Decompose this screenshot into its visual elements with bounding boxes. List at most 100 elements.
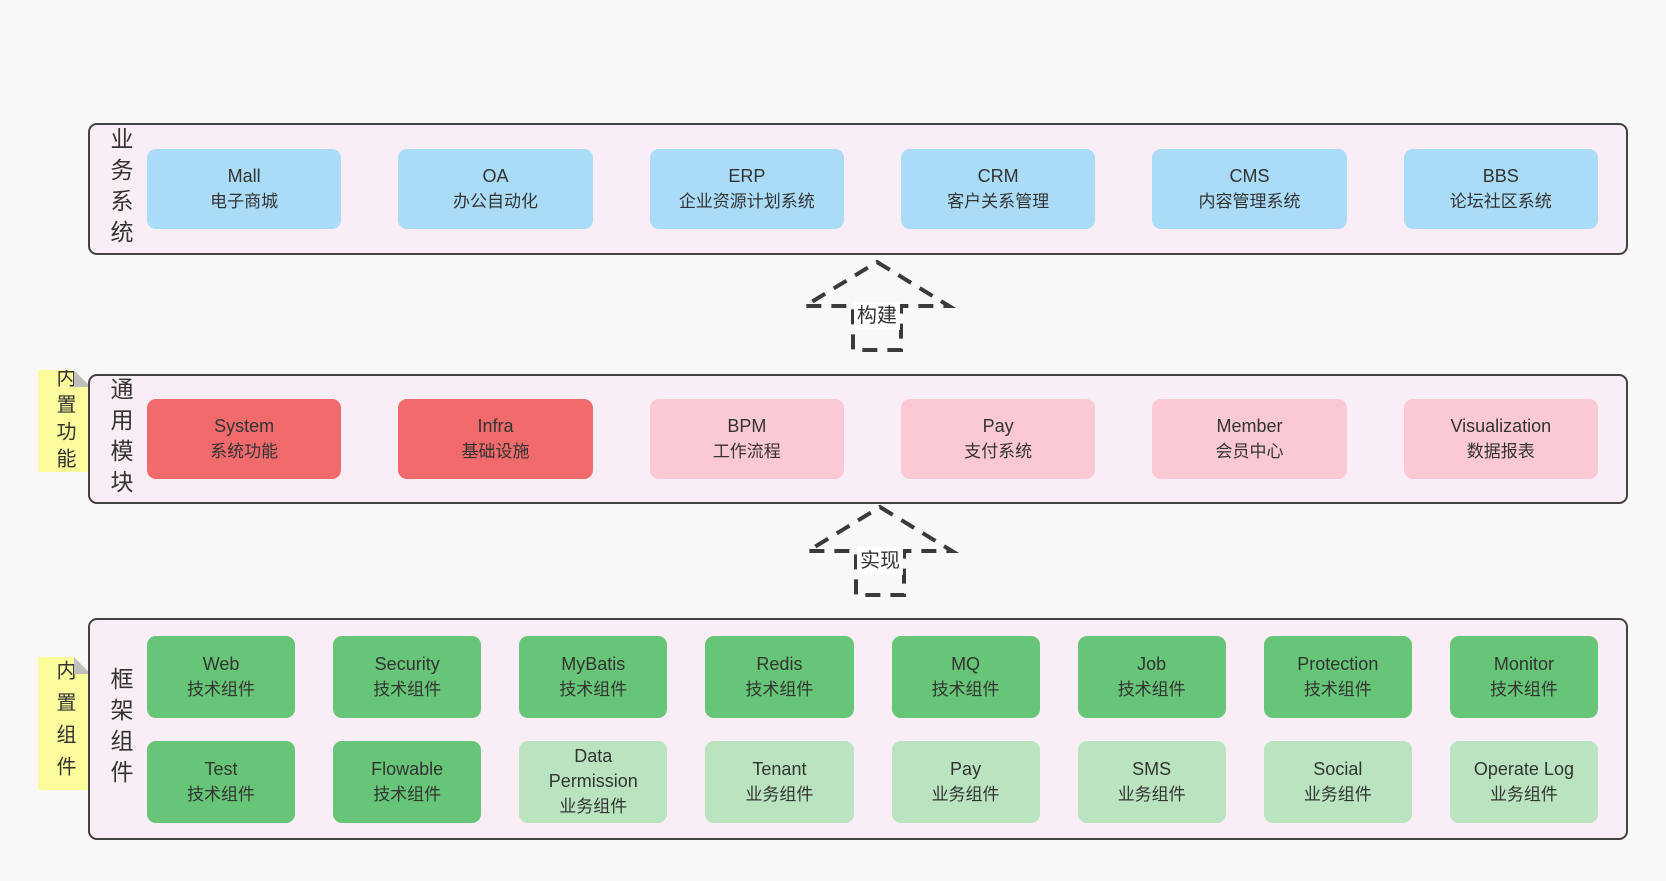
box-pay: Pay 支付系统 <box>900 399 1096 479</box>
sticky-label: 内置组件 <box>53 659 75 788</box>
common-modules-label: 通用模块 <box>107 377 133 501</box>
box-subtitle: 工作流程 <box>712 442 781 461</box>
box-subtitle: 技术组件 <box>1303 679 1372 699</box>
box-subtitle: 客户关系管理 <box>947 192 1050 211</box>
framework-components-label: 框架组件 <box>107 667 133 791</box>
box-title: Pay <box>982 416 1014 436</box>
box-title: Flowable <box>371 758 444 779</box>
box-title: Monitor <box>1493 653 1554 674</box>
box-title: Pay <box>950 758 982 779</box>
common-modules-layer: 通用模块 System 系统功能 Infra 基础设施 BPM 工作流程 Pay… <box>88 374 1628 504</box>
box-subtitle: 电子商城 <box>210 192 279 211</box>
box-subtitle: 技术组件 <box>373 679 442 699</box>
box-subtitle: 业务组件 <box>931 784 1000 804</box>
box-tenant: Tenant 业务组件 <box>705 740 854 823</box>
build-arrow-label: 构建 <box>854 302 900 330</box>
box-title: Tenant <box>752 758 807 779</box>
box-title: SMS <box>1132 758 1172 779</box>
box-subtitle: 业务组件 <box>1303 784 1372 804</box>
box-visualization: Visualization 数据报表 <box>1403 399 1598 479</box>
box-erp: ERP 企业资源计划系统 <box>649 149 844 229</box>
box-system: System 系统功能 <box>147 399 342 479</box>
box-subtitle: 业务组件 <box>1117 784 1186 804</box>
box-web: Web 技术组件 <box>147 635 296 718</box>
box-title: Operate Log <box>1473 758 1574 779</box>
box-redis: Redis 技术组件 <box>705 635 854 718</box>
implement-arrow-label: 实现 <box>857 547 903 575</box>
box-title: Security <box>374 653 440 674</box>
box-title: Visualization <box>1450 416 1552 436</box>
framework-row-1: Web 技术组件 Security 技术组件 MyBatis 技术组件 Redi… <box>147 635 1598 718</box>
box-sms: SMS 业务组件 <box>1077 740 1226 823</box>
box-mq: MQ 技术组件 <box>891 635 1040 718</box>
box-subtitle: 技术组件 <box>745 679 814 699</box>
box-title: CMS <box>1229 166 1270 186</box>
box-crm: CRM 客户关系管理 <box>900 149 1096 229</box>
business-systems-layer: 业务系统 Mall 电子商城 OA 办公自动化 ERP 企业资源计划系统 CRM… <box>88 123 1628 255</box>
box-security: Security 技术组件 <box>333 635 482 718</box>
box-title: Member <box>1216 416 1283 436</box>
box-subtitle: 企业资源计划系统 <box>678 192 815 211</box>
box-title: Web <box>202 653 240 674</box>
box-title: Test <box>204 758 238 779</box>
box-subtitle: 数据报表 <box>1466 442 1535 461</box>
box-subtitle: 办公自动化 <box>452 192 538 211</box>
box-social: Social 业务组件 <box>1263 740 1412 823</box>
box-title: Protection <box>1297 653 1379 674</box>
box-monitor: Monitor 技术组件 <box>1449 635 1598 718</box>
box-title: Job <box>1137 653 1167 674</box>
box-job: Job 技术组件 <box>1077 635 1226 718</box>
built-in-functions-sticky: 内置功能 <box>38 370 91 472</box>
built-in-components-sticky: 内置组件 <box>38 657 91 790</box>
common-modules-boxgrid: System 系统功能 Infra 基础设施 BPM 工作流程 Pay 支付系统… <box>137 376 1626 502</box>
box-title: MyBatis <box>561 653 626 674</box>
box-subtitle: 内容管理系统 <box>1198 192 1301 211</box>
box-title: BBS <box>1482 166 1519 186</box>
box-subtitle: 技术组件 <box>559 679 628 699</box>
box-title: OA <box>482 166 509 186</box>
up-arrow-icon <box>800 504 960 597</box>
box-subtitle: 技术组件 <box>1489 679 1558 699</box>
box-subtitle: 技术组件 <box>187 784 256 804</box>
sticky-label: 内置功能 <box>53 367 75 475</box>
up-arrow-icon <box>797 259 957 352</box>
box-subtitle: 系统功能 <box>210 442 279 461</box>
build-arrow: 构建 <box>797 258 957 354</box>
box-title: Redis <box>756 653 803 674</box>
framework-row-2: Test 技术组件 Flowable 技术组件 Data Permission … <box>147 740 1598 823</box>
box-subtitle: 论坛社区系统 <box>1449 192 1552 211</box>
box-subtitle: 技术组件 <box>931 679 1000 699</box>
box-title: Mall <box>227 166 261 186</box>
box-bbs: BBS 论坛社区系统 <box>1403 149 1598 229</box>
box-operate-log: Operate Log 业务组件 <box>1449 740 1598 823</box>
box-bpm: BPM 工作流程 <box>649 399 844 479</box>
box-infra: Infra 基础设施 <box>398 399 593 479</box>
box-title: CRM <box>977 166 1019 186</box>
box-title: Social <box>1313 758 1363 779</box>
box-mall: Mall 电子商城 <box>147 149 342 229</box>
box-subtitle: 会员中心 <box>1215 442 1284 461</box>
framework-components-layer: 框架组件 Web 技术组件 Security 技术组件 MyBatis 技术组件… <box>88 618 1628 840</box>
box-protection: Protection 技术组件 <box>1263 635 1412 718</box>
box-subtitle: 基础设施 <box>461 442 530 461</box>
implement-arrow: 实现 <box>800 503 960 599</box>
box-cms: CMS 内容管理系统 <box>1152 149 1347 229</box>
framework-components-boxgrid: Web 技术组件 Security 技术组件 MyBatis 技术组件 Redi… <box>137 620 1626 838</box>
box-title: Infra <box>477 416 514 436</box>
box-pay-business: Pay 业务组件 <box>891 740 1040 823</box>
box-title: System <box>214 416 275 436</box>
box-test: Test 技术组件 <box>147 740 296 823</box>
box-subtitle: 业务组件 <box>1489 784 1558 804</box>
box-data-permission: Data Permission 业务组件 <box>519 740 668 823</box>
box-member: Member 会员中心 <box>1152 399 1347 479</box>
business-systems-boxgrid: Mall 电子商城 OA 办公自动化 ERP 企业资源计划系统 CRM 客户关系… <box>137 125 1626 253</box>
box-oa: OA 办公自动化 <box>398 149 593 229</box>
box-title: BPM <box>727 416 767 436</box>
box-subtitle: 技术组件 <box>1117 679 1186 699</box>
box-subtitle: 技术组件 <box>373 784 442 804</box>
box-subtitle: 业务组件 <box>745 784 814 804</box>
business-systems-label: 业务系统 <box>107 127 133 251</box>
box-flowable: Flowable 技术组件 <box>333 740 482 823</box>
box-title: MQ <box>951 653 981 674</box>
box-title: Data Permission <box>548 746 638 791</box>
